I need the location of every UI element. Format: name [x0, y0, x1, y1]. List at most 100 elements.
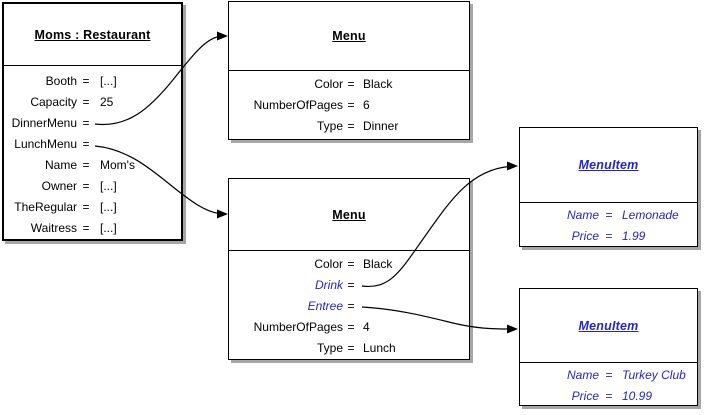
attribute-name: Booth [45, 74, 77, 88]
object-box-lunch-menu: Menu Color = Black Drink = Entree = NumberOf… [228, 178, 470, 360]
attribute-value: [...] [100, 74, 117, 88]
attribute-list: Name=Lemonade Price=1.99 [520, 203, 697, 247]
equals-sign: = [347, 119, 355, 133]
attribute-name: Drink [314, 278, 343, 292]
equals-sign: = [82, 95, 90, 109]
object-title-bar: Menu [229, 2, 469, 71]
attribute-value: 25 [100, 95, 114, 109]
attribute-value [359, 275, 469, 296]
object-title: Menu [332, 207, 366, 222]
attribute-row-type: Type=Lunch [229, 338, 469, 359]
attribute-name: Name [566, 208, 599, 222]
attribute-row-numberofpages: NumberOfPages=4 [229, 317, 469, 338]
object-box-restaurant: Moms : Restaurant Booth = [...] Capacity = 2… [2, 2, 183, 241]
equals-sign: = [82, 116, 90, 130]
attribute-value: Dinner [363, 119, 399, 133]
attribute-name: Capacity [30, 95, 77, 109]
attribute-row-entree: Entree = [229, 296, 469, 317]
attribute-row-price: Price = 1.99 [520, 226, 697, 247]
attribute-value: Lunch [363, 341, 396, 355]
attribute-name: Color [314, 77, 343, 91]
equals-sign: = [347, 278, 355, 292]
attribute-name: Entree [307, 299, 343, 313]
attribute-list: Name = Turkey Club Price = 10.99 [520, 363, 697, 407]
attribute-row-price: Price = 10.99 [520, 386, 697, 407]
attribute-name: Name [566, 368, 599, 382]
attribute-row-name: Name=Lemonade [520, 205, 697, 226]
equals-sign: = [605, 389, 613, 403]
attribute-name: Waitress [30, 221, 77, 235]
equals-sign: = [82, 137, 90, 151]
attribute-value: Black [363, 257, 393, 271]
attribute-value: Mom's [100, 158, 135, 172]
attribute-value: [...] [100, 200, 117, 214]
object-title: Moms : Restaurant [34, 27, 151, 42]
equals-sign: = [347, 98, 355, 112]
attribute-value: [...] [100, 221, 117, 235]
attribute-name: Name [44, 158, 77, 172]
equals-sign: = [347, 299, 355, 313]
equals-sign: = [82, 74, 90, 88]
equals-sign: = [605, 229, 613, 243]
object-box-dinner-menu: Menu Color = Black NumberOfPages = 6 Type = Di… [228, 1, 470, 140]
attribute-row-color: Color = Black [229, 74, 469, 95]
attribute-name: NumberOfPages [253, 320, 343, 334]
object-title: MenuItem [578, 158, 639, 172]
object-title: Menu [332, 29, 366, 43]
attribute-row-waitress: Waitress = [...] [4, 218, 181, 239]
attribute-value: Turkey Club [622, 368, 686, 382]
attribute-value: 6 [363, 98, 370, 112]
arrowhead-icon [507, 161, 518, 171]
attribute-list: Booth = [...] Capacity = 25 DinnerMenu = Lunc… [4, 66, 181, 239]
attribute-name: Type [316, 119, 343, 133]
equals-sign: = [605, 208, 613, 222]
equals-sign: = [82, 221, 90, 235]
object-box-menuitem-lemonade: MenuItem Name=Lemonade Price=1.99 [519, 127, 698, 247]
attribute-value: Black [363, 77, 393, 91]
attribute-row-owner: Owner = [...] [4, 176, 181, 197]
attribute-value: 10.99 [622, 389, 653, 403]
object-title-bar: MenuItem [520, 128, 697, 203]
equals-sign: = [347, 257, 355, 271]
object-box-menuitem-turkeyclub: MenuItem Name = Turkey Club Price = 10.99 [519, 288, 698, 406]
object-title-bar: Moms : Restaurant [4, 4, 181, 66]
attribute-row-name: Name = Turkey Club [520, 365, 697, 386]
equals-sign: = [82, 200, 90, 214]
attribute-value [359, 296, 469, 317]
attribute-row-numberofpages: NumberOfPages = 6 [229, 95, 469, 116]
attribute-row-drink: Drink = [229, 275, 469, 296]
attribute-value [95, 134, 181, 155]
attribute-name: DinnerMenu [11, 116, 77, 130]
attribute-value: [...] [100, 179, 117, 193]
object-title-bar: MenuItem [520, 289, 697, 363]
attribute-value: 1.99 [622, 229, 646, 243]
attribute-name: Color [314, 257, 343, 271]
attribute-row-type: Type = Dinner [229, 116, 469, 137]
equals-sign: = [82, 179, 90, 193]
attribute-row-name: Name = Mom's [4, 155, 181, 176]
attribute-list: Color = Black Drink = Entree = NumberOfPages… [229, 251, 469, 359]
attribute-name: Owner [41, 179, 77, 193]
arrowhead-icon [507, 324, 518, 334]
attribute-row-booth: Booth = [...] [4, 71, 181, 92]
equals-sign: = [605, 368, 613, 382]
arrowhead-icon [217, 209, 228, 219]
object-title: MenuItem [578, 318, 639, 333]
attribute-row-capacity: Capacity = 25 [4, 92, 181, 113]
equals-sign: = [82, 158, 90, 172]
attribute-row-lunchmenu: LunchMenu = [4, 134, 181, 155]
arrowhead-icon [217, 31, 228, 41]
attribute-row-dinnermenu: DinnerMenu = [4, 113, 181, 134]
attribute-name: NumberOfPages [253, 98, 343, 112]
attribute-row-theregular: TheRegular = [...] [4, 197, 181, 218]
equals-sign: = [347, 320, 355, 334]
attribute-name: Price [571, 229, 599, 243]
attribute-value [95, 113, 181, 134]
equals-sign: = [347, 341, 355, 355]
attribute-name: LunchMenu [14, 137, 77, 151]
equals-sign: = [347, 77, 355, 91]
attribute-name: TheRegular [14, 200, 77, 214]
attribute-row-color: Color = Black [229, 254, 469, 275]
attribute-name: Price [571, 389, 599, 403]
